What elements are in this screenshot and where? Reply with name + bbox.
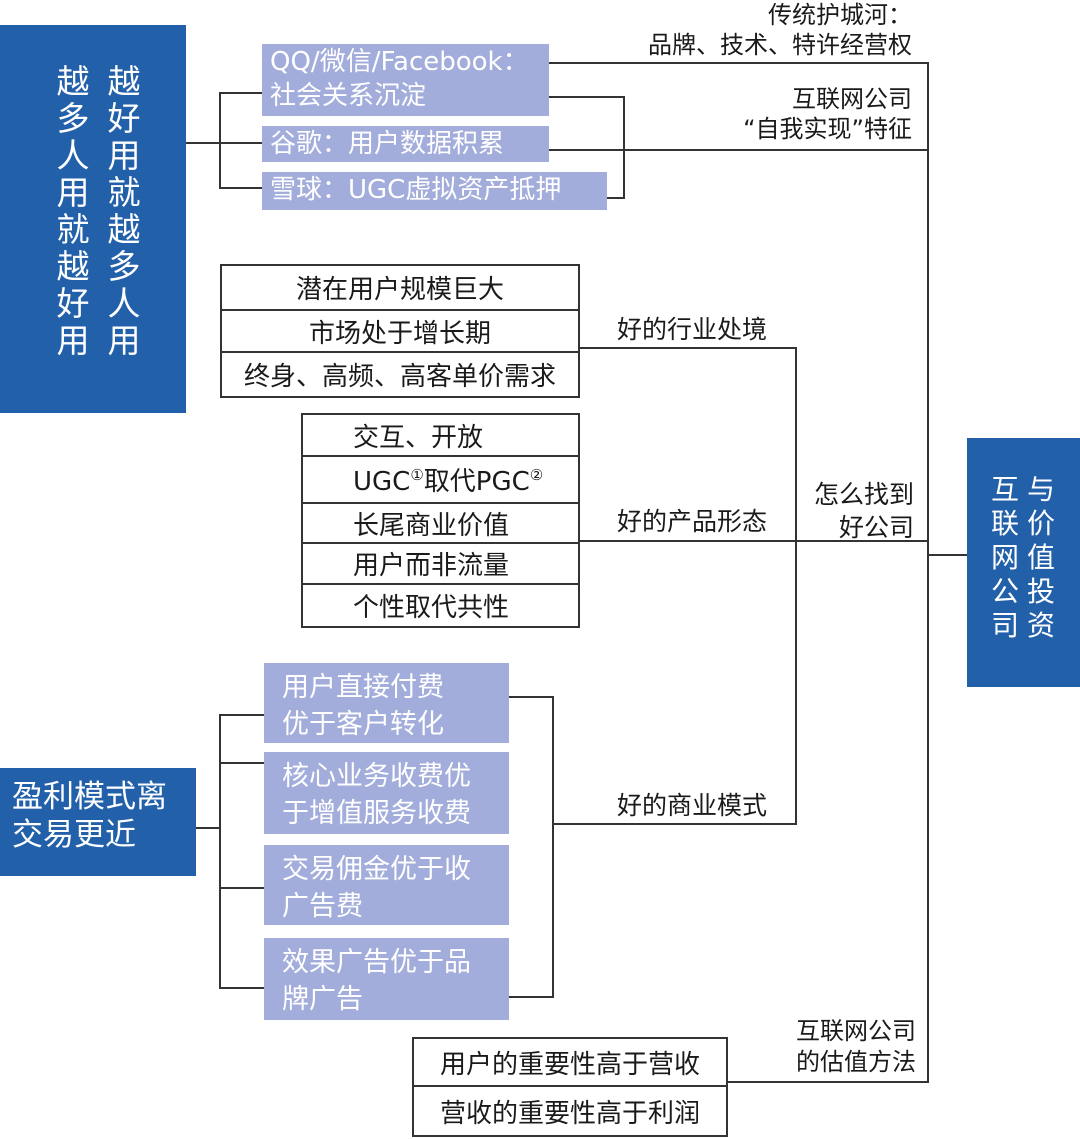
product-row: 个性取代共性 bbox=[301, 583, 580, 628]
profit-model-line1: 盈利模式离 bbox=[12, 779, 167, 815]
self-label: 互联网公司 “自我实现”特征 bbox=[700, 84, 912, 144]
network-effect-col2: 越好用就越多人用 bbox=[107, 62, 141, 360]
business-item: 核心业务收费优 于增值服务收费 bbox=[264, 752, 509, 834]
business-item: 用户直接付费 优于客户转化 bbox=[264, 663, 509, 743]
valuation-label-line2: 的估值方法 bbox=[796, 1048, 916, 1076]
valuation-row: 用户的重要性高于营收 bbox=[412, 1037, 728, 1087]
moat-item-social-line1: QQ/微信/Facebook： bbox=[270, 47, 529, 77]
valuation-label-line1: 互联网公司 bbox=[796, 1017, 916, 1045]
product-label: 好的产品形态 bbox=[617, 507, 768, 536]
moat-label: 传统护城河： 品牌、技术、特许经营权 bbox=[600, 0, 912, 60]
product-row: 交互、开放 bbox=[301, 413, 580, 457]
connector-business-right bbox=[509, 696, 554, 998]
industry-row: 市场处于增长期 bbox=[220, 309, 580, 353]
valuation-row: 营收的重要性高于利润 bbox=[412, 1085, 728, 1137]
profit-model-box: 盈利模式离 交易更近 bbox=[0, 768, 196, 876]
product-row: 长尾商业价值 bbox=[301, 502, 580, 544]
business-item: 交易佣金优于收 广告费 bbox=[264, 845, 509, 925]
industry-table: 潜在用户规模巨大 市场处于增长期 终身、高频、高客单价需求 bbox=[220, 264, 580, 398]
moat-item-social: QQ/微信/Facebook： 社会关系沉淀 bbox=[262, 44, 549, 116]
industry-label: 好的行业处境 bbox=[617, 315, 768, 344]
connector-moat bbox=[549, 62, 929, 1083]
network-effect-box: 越多人用就越好用 越好用就越多人用 bbox=[0, 25, 186, 413]
moat-item-google-line1: 谷歌：用户数据积累 bbox=[270, 129, 505, 159]
self-label-line2: “自我实现”特征 bbox=[743, 115, 912, 143]
find-label-line1: 怎么找到 bbox=[813, 480, 914, 509]
valuation-table: 用户的重要性高于营收 营收的重要性高于利润 bbox=[412, 1037, 728, 1137]
root-col2: 与价值投资 bbox=[1026, 473, 1055, 642]
industry-row: 潜在用户规模巨大 bbox=[220, 264, 580, 311]
moat-label-line1: 传统护城河： bbox=[768, 1, 912, 29]
product-row: 用户而非流量 bbox=[301, 542, 580, 585]
industry-row: 终身、高频、高客单价需求 bbox=[220, 351, 580, 398]
product-table: 交互、开放 UGC①取代PGC② 长尾商业价值 用户而非流量 个性取代共性 bbox=[301, 413, 580, 628]
moat-item-social-line2: 社会关系沉淀 bbox=[270, 81, 427, 111]
network-effect-col1: 越多人用就越好用 bbox=[56, 62, 90, 360]
connector-business-bracket bbox=[219, 714, 264, 989]
find-label: 怎么找到 好公司 bbox=[790, 478, 914, 544]
valuation-label: 互联网公司 的估值方法 bbox=[740, 1016, 916, 1078]
moat-item-snowball-line1: 雪球：UGC虚拟资产抵押 bbox=[270, 175, 562, 205]
find-label-line2: 好公司 bbox=[838, 513, 914, 542]
root-box: 互联网公司 与价值投资 bbox=[967, 438, 1080, 687]
self-label-line1: 互联网公司 bbox=[792, 85, 912, 113]
connector-left-bracket bbox=[219, 92, 262, 189]
root-col1: 互联网公司 bbox=[990, 473, 1019, 642]
profit-model-line2: 交易更近 bbox=[12, 817, 136, 853]
moat-item-snowball: 雪球：UGC虚拟资产抵押 bbox=[262, 172, 607, 210]
business-item: 效果广告优于品 牌广告 bbox=[264, 938, 509, 1020]
business-label: 好的商业模式 bbox=[617, 791, 768, 820]
product-row: UGC①取代PGC② bbox=[301, 455, 580, 504]
moat-item-google: 谷歌：用户数据积累 bbox=[262, 126, 549, 162]
connector-moat-bracket bbox=[549, 96, 625, 199]
connector-industry bbox=[553, 347, 797, 825]
moat-label-line2: 品牌、技术、特许经营权 bbox=[648, 31, 912, 59]
